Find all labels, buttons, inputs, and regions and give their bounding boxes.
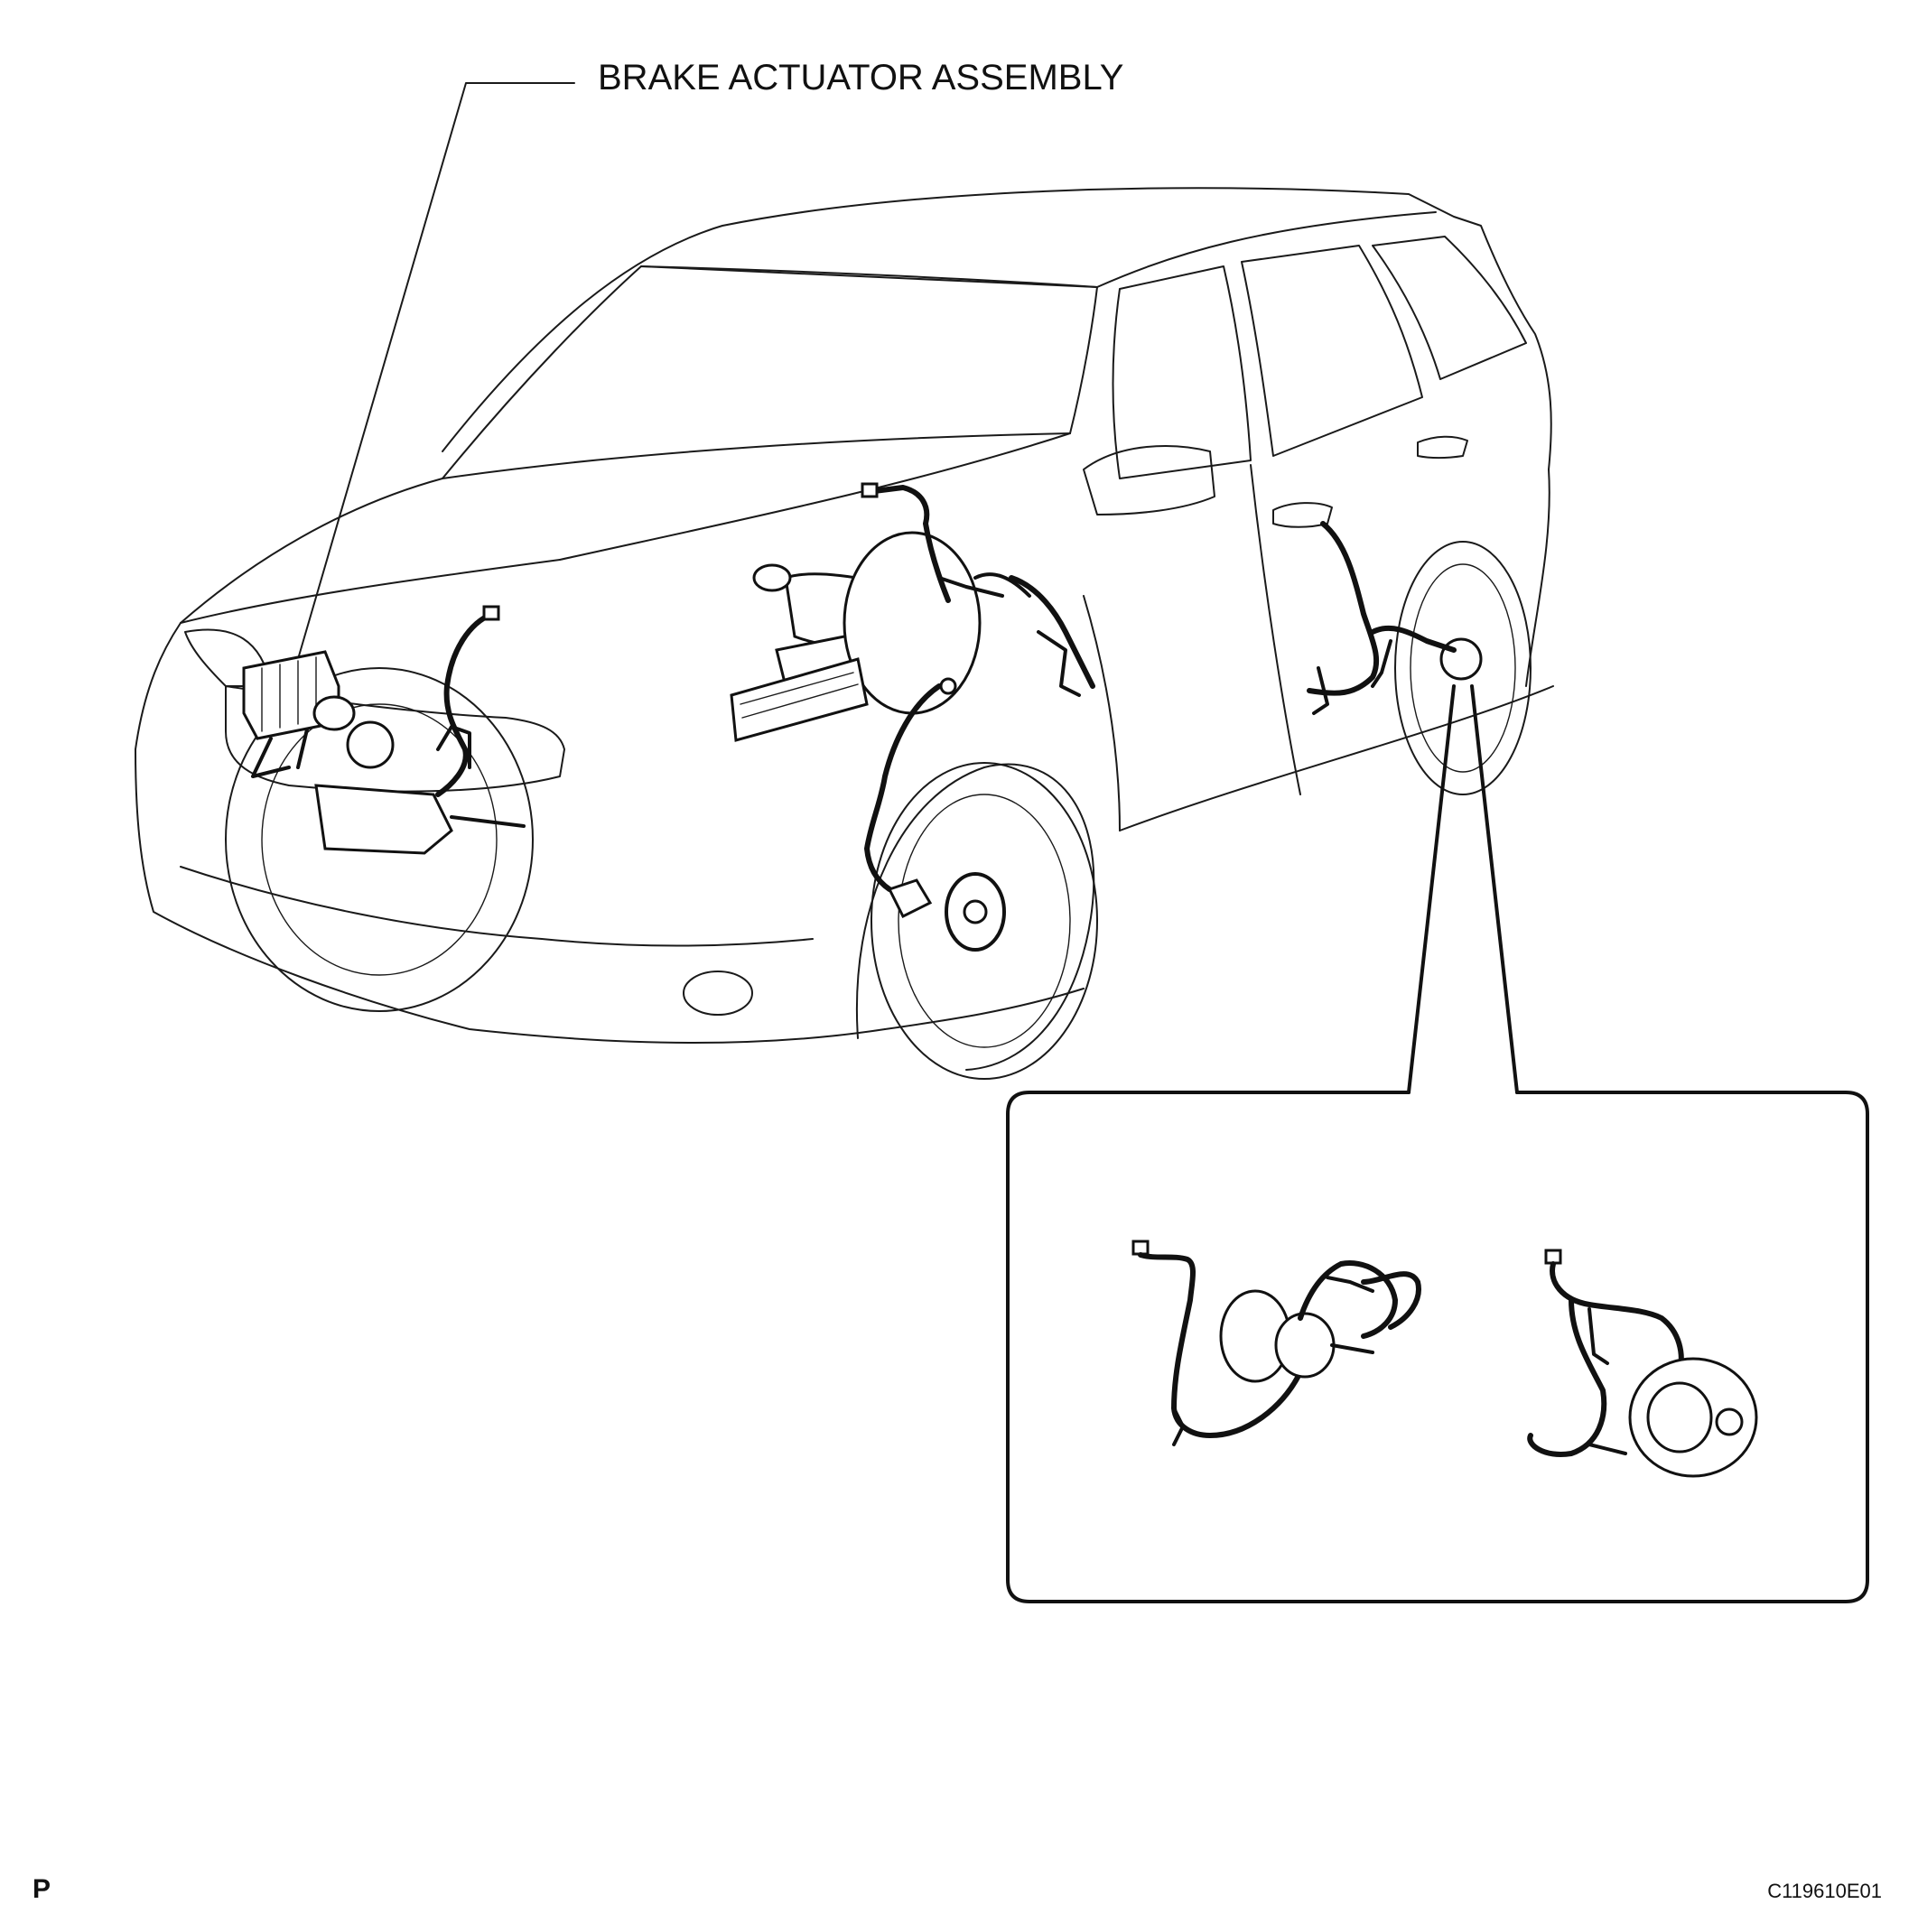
figure-code: C119610E01 <box>1767 1880 1882 1902</box>
car-body <box>135 187 1554 1044</box>
brake-actuator-assembly-label: BRAKE ACTUATOR ASSEMBLY <box>598 58 1124 98</box>
front-left-wheel <box>225 667 534 1012</box>
rear-speed-sensor-harness <box>1307 521 1457 715</box>
front-right-speed-sensor <box>861 482 1095 919</box>
page-marker: P <box>33 1874 51 1904</box>
front-right-wheel <box>856 762 1098 1080</box>
front-left-speed-sensor <box>314 605 526 855</box>
inset-front-sensor-detail <box>1131 1240 1421 1446</box>
callout-leader-line <box>297 82 575 660</box>
brake-master-cylinder <box>730 531 982 742</box>
rear-right-wheel <box>1394 541 1532 795</box>
inset-leader-lines <box>1407 684 1519 1094</box>
inset-rear-sensor-detail <box>1527 1249 1758 1478</box>
brake-actuator-assembly <box>242 650 395 778</box>
detail-inset-box <box>1006 1091 1869 1603</box>
